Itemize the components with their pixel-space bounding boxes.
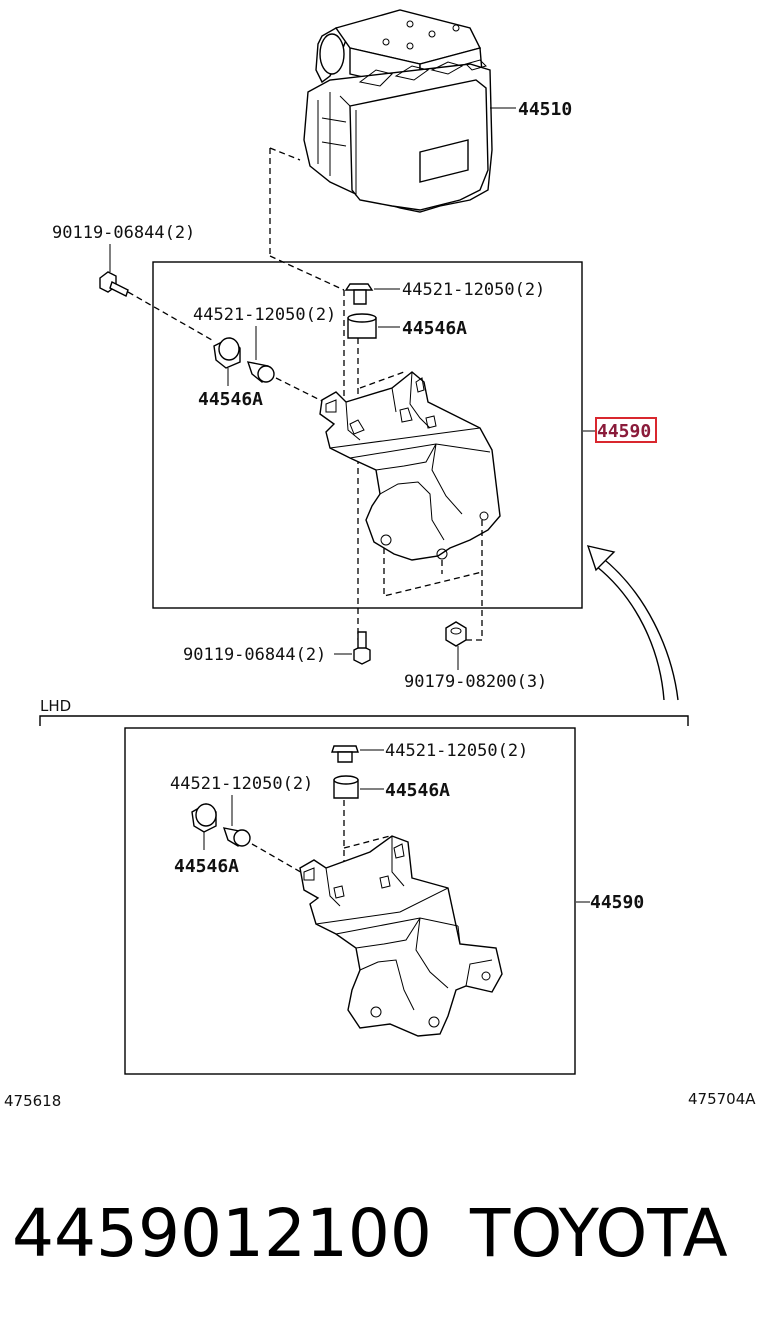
grommet-icon [191, 803, 217, 833]
label-grommet-top-right: 44546A [402, 318, 467, 339]
section-label-lhd: LHD [40, 697, 71, 715]
ref-code-left: 475618 [4, 1092, 61, 1110]
label-grommet-lhd-left: 44546A [174, 856, 239, 877]
bracket-illustration-lhd [299, 835, 503, 1037]
nut-icon [445, 621, 467, 647]
brand-name: TOYOTA [469, 1195, 728, 1272]
collar-icon [222, 827, 251, 847]
collar-icon [344, 283, 374, 305]
label-collar-top-right: 44521-12050(2) [402, 280, 545, 300]
label-bolt-top-left: 90119-06844(2) [52, 223, 195, 243]
bolt-icon [353, 631, 371, 665]
label-44510: 44510 [518, 99, 572, 120]
abs-actuator-illustration [303, 9, 493, 213]
label-collar-lhd-left: 44521-12050(2) [170, 774, 313, 794]
lhd-divider [39, 715, 689, 726]
ref-code-right: 475704A [688, 1090, 756, 1108]
label-collar-top-left: 44521-12050(2) [193, 305, 336, 325]
part-number: 4459012100 [12, 1195, 432, 1272]
bolt-icon [99, 271, 129, 297]
collar-icon [246, 361, 275, 383]
label-grommet-top-left: 44546A [198, 389, 263, 410]
label-nut-bottom: 90179-08200(3) [404, 672, 547, 692]
bracket-assembly-frame-top [152, 261, 583, 609]
grommet-icon [347, 313, 377, 339]
label-bracket-lhd: 44590 [590, 892, 644, 913]
bracket-assembly-frame-lhd [124, 727, 576, 1075]
collar-icon [331, 745, 359, 763]
label-collar-lhd-right: 44521-12050(2) [385, 741, 528, 761]
label-grommet-lhd-right: 44546A [385, 780, 450, 801]
reference-arrow [599, 555, 679, 701]
bracket-illustration-top [319, 371, 501, 561]
grommet-icon [333, 775, 359, 799]
label-bracket-top-highlighted[interactable]: 44590 [597, 421, 651, 442]
highlight-box [595, 417, 657, 443]
label-bolt-bottom: 90119-06844(2) [183, 645, 326, 665]
grommet-icon [213, 337, 241, 369]
